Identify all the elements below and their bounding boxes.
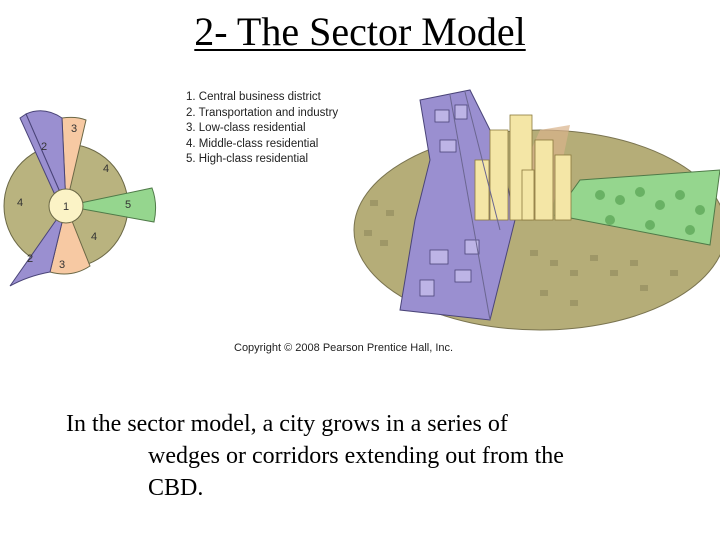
- legend-item: 3. Low-class residential: [186, 122, 306, 134]
- legend-item: 5. High-class residential: [186, 153, 309, 165]
- page-title: 2- The Sector Model: [194, 9, 526, 54]
- sector-model-diagram: 1 2 2 3 3 4 4 4 5: [3, 110, 157, 287]
- caption: In the sector model, a city grows in a s…: [66, 408, 666, 504]
- industry-buildings: [419, 104, 480, 297]
- cbd-circle: [48, 188, 84, 224]
- city-illustration: [353, 89, 720, 331]
- label-transport-upper: 2: [41, 141, 47, 153]
- label-low-lower: 3: [59, 259, 65, 271]
- high-class-area: [554, 169, 720, 246]
- roads: [449, 91, 501, 321]
- house-pattern: [364, 200, 678, 306]
- label-low-upper: 3: [71, 123, 77, 135]
- tree-pattern: [595, 187, 705, 235]
- label-high: 5: [125, 199, 131, 211]
- cbd-buildings: [474, 114, 572, 221]
- caption-line: CBD.: [148, 475, 204, 501]
- caption-line: In the sector model, a city grows in a s…: [66, 411, 508, 437]
- label-cbd: 1: [63, 201, 69, 213]
- label-transport-lower: 2: [27, 253, 33, 265]
- caption-line: wedges or corridors extending out from t…: [148, 443, 564, 469]
- transportation-sector-lower: [9, 205, 67, 287]
- high-class-sector: [65, 187, 157, 223]
- copyright-notice: Copyright © 2008 Pearson Prentice Hall, …: [234, 342, 454, 354]
- label-middle-upper: 4: [103, 163, 109, 175]
- label-middle-left: 4: [17, 197, 23, 209]
- legend-item: 2. Transportation and industry: [186, 106, 339, 119]
- label-middle-lower: 4: [91, 231, 97, 243]
- legend: 1. Central business district 2. Transpor…: [186, 90, 338, 168]
- legend-item: 1. Central business district: [186, 91, 321, 103]
- legend-item: 4. Middle-class residential: [186, 137, 319, 150]
